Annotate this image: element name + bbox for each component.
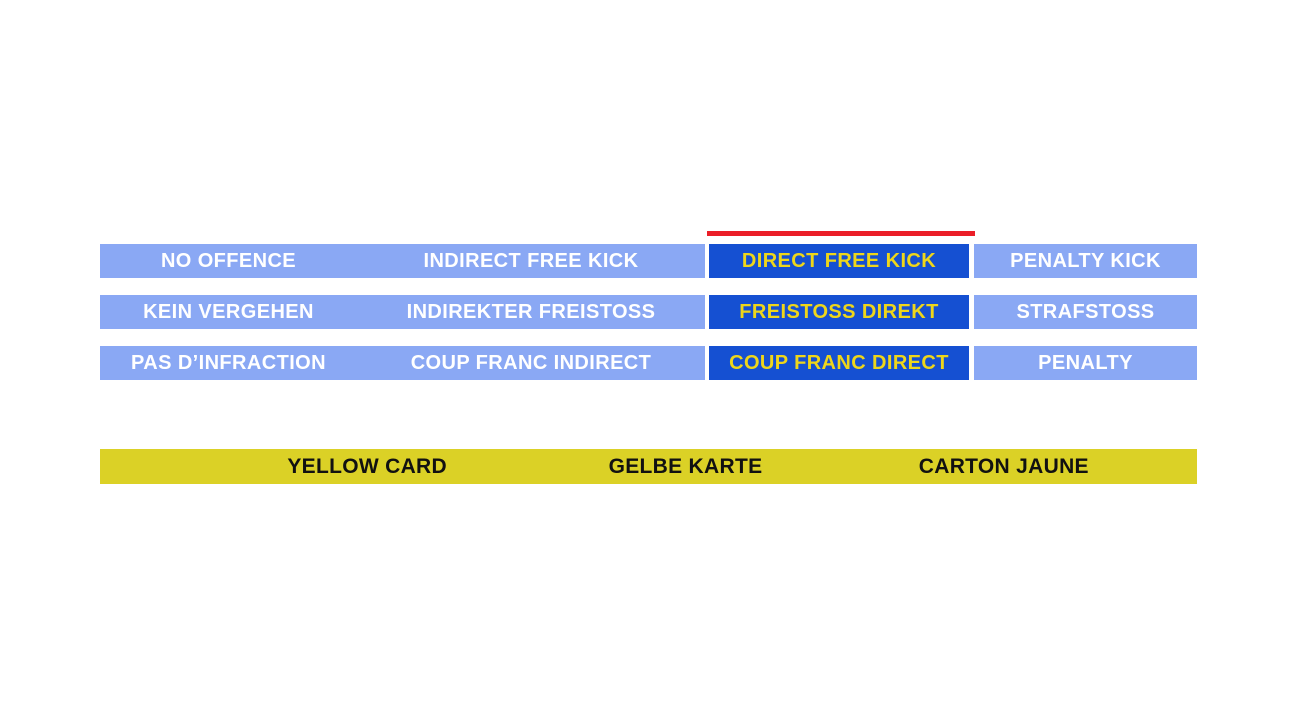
options-row-english: NO OFFENCE INDIRECT FREE KICK DIRECT FRE… [100, 244, 1197, 278]
option-penalty[interactable]: PENALTY [974, 346, 1197, 380]
options-row-french: PAS D’INFRACTION COUP FRANC INDIRECT COU… [100, 346, 1197, 380]
option-kein-vergehen[interactable]: KEIN VERGEHEN [100, 295, 357, 329]
option-label: KEIN VERGEHEN [143, 300, 314, 323]
card-option-yellow-card[interactable]: YELLOW CARD [208, 449, 526, 484]
option-label: FREISTOSS DIREKT [739, 300, 939, 323]
option-label: DIRECT FREE KICK [741, 249, 937, 272]
option-label: PAS D’INFRACTION [131, 351, 326, 374]
option-no-offence[interactable]: NO OFFENCE [100, 244, 357, 278]
option-label: INDIRECT FREE KICK [423, 249, 639, 272]
option-label: PENALTY KICK [1010, 249, 1161, 272]
option-pas-dinfraction[interactable]: PAS D’INFRACTION [100, 346, 357, 380]
option-penalty-kick[interactable]: PENALTY KICK [974, 244, 1197, 278]
option-indirekter-freistoss[interactable]: INDIREKTER FREISTOSS [357, 295, 705, 329]
option-freistoss-direkt[interactable]: FREISTOSS DIREKT [709, 295, 969, 329]
card-label: GELBE KARTE [608, 454, 763, 478]
card-option-carton-jaune[interactable]: CARTON JAUNE [845, 449, 1163, 484]
option-label: STRAFSTOSS [1016, 300, 1155, 323]
option-label: INDIREKTER FREISTOSS [406, 300, 656, 323]
option-coup-franc-direct[interactable]: COUP FRANC DIRECT [709, 346, 969, 380]
selected-answer-marker [707, 231, 975, 236]
yellow-card-bar: YELLOW CARD GELBE KARTE CARTON JAUNE [100, 449, 1197, 484]
option-label: COUP FRANC INDIRECT [410, 351, 652, 374]
option-coup-franc-indirect[interactable]: COUP FRANC INDIRECT [357, 346, 705, 380]
card-option-gelbe-karte[interactable]: GELBE KARTE [526, 449, 844, 484]
option-indirect-free-kick[interactable]: INDIRECT FREE KICK [357, 244, 705, 278]
card-label: YELLOW CARD [287, 454, 447, 478]
options-row-german: KEIN VERGEHEN INDIREKTER FREISTOSS FREIS… [100, 295, 1197, 329]
option-direct-free-kick[interactable]: DIRECT FREE KICK [709, 244, 969, 278]
option-label: NO OFFENCE [160, 249, 297, 272]
card-label: CARTON JAUNE [918, 454, 1089, 478]
option-strafstoss[interactable]: STRAFSTOSS [974, 295, 1197, 329]
option-label: PENALTY [1038, 351, 1133, 374]
option-label: COUP FRANC DIRECT [729, 351, 949, 374]
